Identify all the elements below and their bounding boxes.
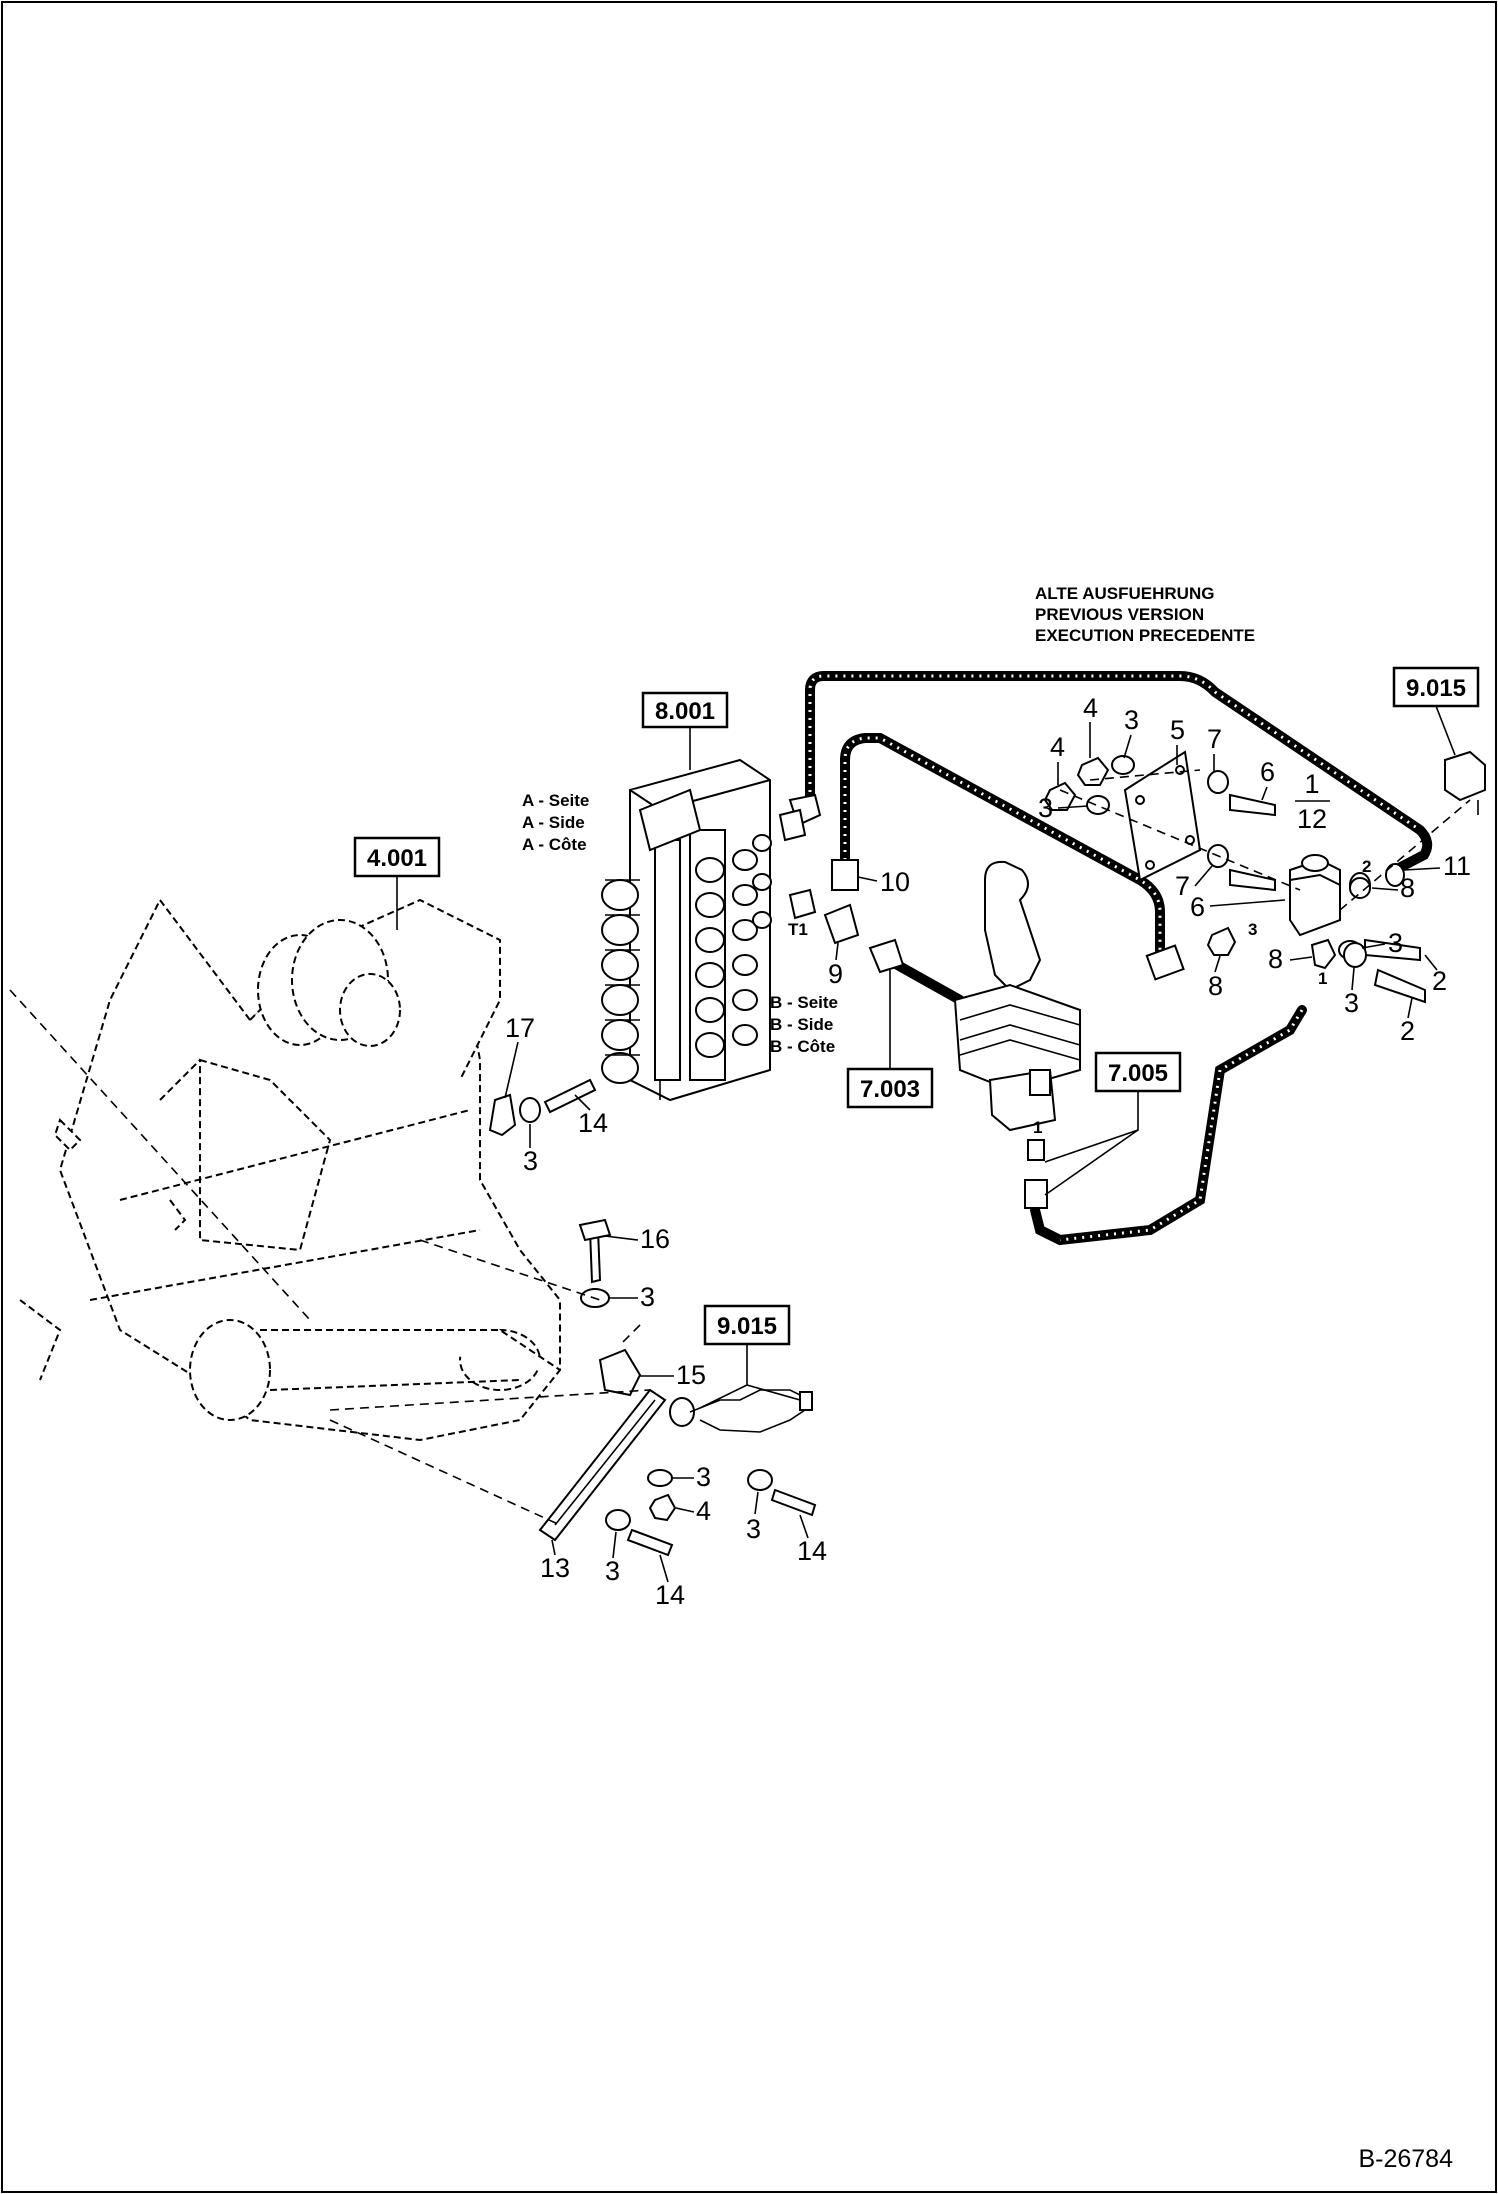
side-b-line-3: B - Côte bbox=[770, 1037, 835, 1056]
ref-box-7005[interactable]: 7.005 bbox=[1044, 1051, 1182, 1196]
callout-8: 8 bbox=[1268, 944, 1283, 974]
callout-3: 3 bbox=[1388, 928, 1403, 958]
port-t1-label: T1 bbox=[788, 920, 808, 939]
side-b-label: B - Seite B - Side B - Côte bbox=[770, 993, 838, 1056]
callout-7: 7 bbox=[1207, 724, 1222, 754]
callout-3: 3 bbox=[1124, 705, 1139, 735]
side-a-line-3: A - Côte bbox=[522, 835, 587, 854]
callout-14: 14 bbox=[797, 1536, 827, 1566]
boom-bracket-drawing bbox=[9, 898, 561, 1442]
port-2-label: 2 bbox=[1362, 857, 1371, 876]
fraction-denominator: 12 bbox=[1297, 804, 1327, 834]
port-1-label: 1 bbox=[1033, 1118, 1042, 1137]
ref-box-4001[interactable]: 4.001 bbox=[353, 836, 441, 930]
callout-4: 4 bbox=[1050, 732, 1065, 762]
ref-box-9015-bottom-text: 9.015 bbox=[717, 1313, 777, 1340]
callout-8: 8 bbox=[1400, 873, 1415, 903]
ref-box-7003[interactable]: 7.003 bbox=[846, 970, 934, 1109]
callout-11: 11 bbox=[1443, 851, 1471, 881]
port-1b-label: 1 bbox=[1318, 969, 1327, 988]
side-a-line-2: A - Side bbox=[522, 813, 585, 832]
control-valve-block bbox=[601, 758, 772, 1102]
item-fraction: 1 12 bbox=[1295, 769, 1330, 834]
callout-4: 4 bbox=[1083, 693, 1098, 723]
side-a-label: A - Seite A - Side A - Côte bbox=[522, 791, 589, 854]
callout-2: 2 bbox=[1432, 966, 1447, 996]
port-3-label: 3 bbox=[1248, 920, 1257, 939]
shuttle-valve bbox=[1289, 854, 1405, 937]
ref-box-7003-text: 7.003 bbox=[860, 1076, 920, 1103]
callout-3: 3 bbox=[523, 1146, 538, 1176]
fittings bbox=[778, 793, 1185, 981]
callout-8: 8 bbox=[1208, 971, 1223, 1001]
ref-box-8001[interactable]: 8.001 bbox=[641, 691, 729, 729]
callout-7: 7 bbox=[1175, 871, 1190, 901]
callout-17: 17 bbox=[505, 1013, 535, 1043]
joystick-pilot-valve bbox=[953, 860, 1081, 1209]
callout-3: 3 bbox=[696, 1462, 711, 1492]
mounting-plate bbox=[1123, 750, 1202, 882]
ref-box-4001-text: 4.001 bbox=[367, 845, 427, 872]
callout-10: 10 bbox=[880, 867, 910, 897]
ref-box-7005-text: 7.005 bbox=[1108, 1060, 1168, 1087]
version-note: ALTE AUSFUEHRUNG PREVIOUS VERSION EXECUT… bbox=[1035, 584, 1255, 645]
callout-3: 3 bbox=[746, 1514, 761, 1544]
version-note-line-2: PREVIOUS VERSION bbox=[1035, 605, 1204, 624]
ref-box-9015-top[interactable]: 9.015 bbox=[1392, 666, 1480, 756]
callout-14: 14 bbox=[655, 1580, 685, 1610]
valve-sections bbox=[601, 849, 758, 1084]
callout-3: 3 bbox=[1038, 793, 1053, 823]
callout-13: 13 bbox=[540, 1553, 570, 1583]
callout-6: 6 bbox=[1260, 757, 1275, 787]
callout-16: 16 bbox=[640, 1224, 670, 1254]
callout-9: 9 bbox=[828, 959, 843, 989]
callout-3: 3 bbox=[640, 1282, 655, 1312]
drawing-code: B-26784 bbox=[1358, 2145, 1453, 2173]
callout-15: 15 bbox=[676, 1360, 706, 1390]
fraction-numerator: 1 bbox=[1304, 769, 1319, 799]
sensor-top-right bbox=[1339, 750, 1486, 911]
side-b-line-2: B - Side bbox=[770, 1015, 833, 1034]
callout-4: 4 bbox=[696, 1496, 711, 1526]
version-note-line-1: ALTE AUSFUEHRUNG bbox=[1035, 584, 1214, 603]
ref-box-9015-bottom[interactable]: 9.015 bbox=[699, 1304, 801, 1409]
lower-assembly bbox=[329, 1078, 817, 1557]
side-b-line-1: B - Seite bbox=[770, 993, 838, 1012]
callout-6: 6 bbox=[1190, 892, 1205, 922]
callouts: 4 3 5 4 3 7 6 7 6 8 11 3 2 2 3 8 8 10 bbox=[504, 693, 1471, 1610]
callout-5: 5 bbox=[1170, 715, 1185, 745]
callout-2: 2 bbox=[1400, 1016, 1415, 1046]
ref-box-9015-top-text: 9.015 bbox=[1406, 675, 1466, 702]
version-note-line-3: EXECUTION PRECEDENTE bbox=[1035, 626, 1255, 645]
callout-3: 3 bbox=[1344, 988, 1359, 1018]
callout-3: 3 bbox=[605, 1556, 620, 1586]
side-a-line-1: A - Seite bbox=[522, 791, 589, 810]
ref-box-8001-text: 8.001 bbox=[655, 698, 715, 725]
callout-14: 14 bbox=[578, 1108, 608, 1138]
